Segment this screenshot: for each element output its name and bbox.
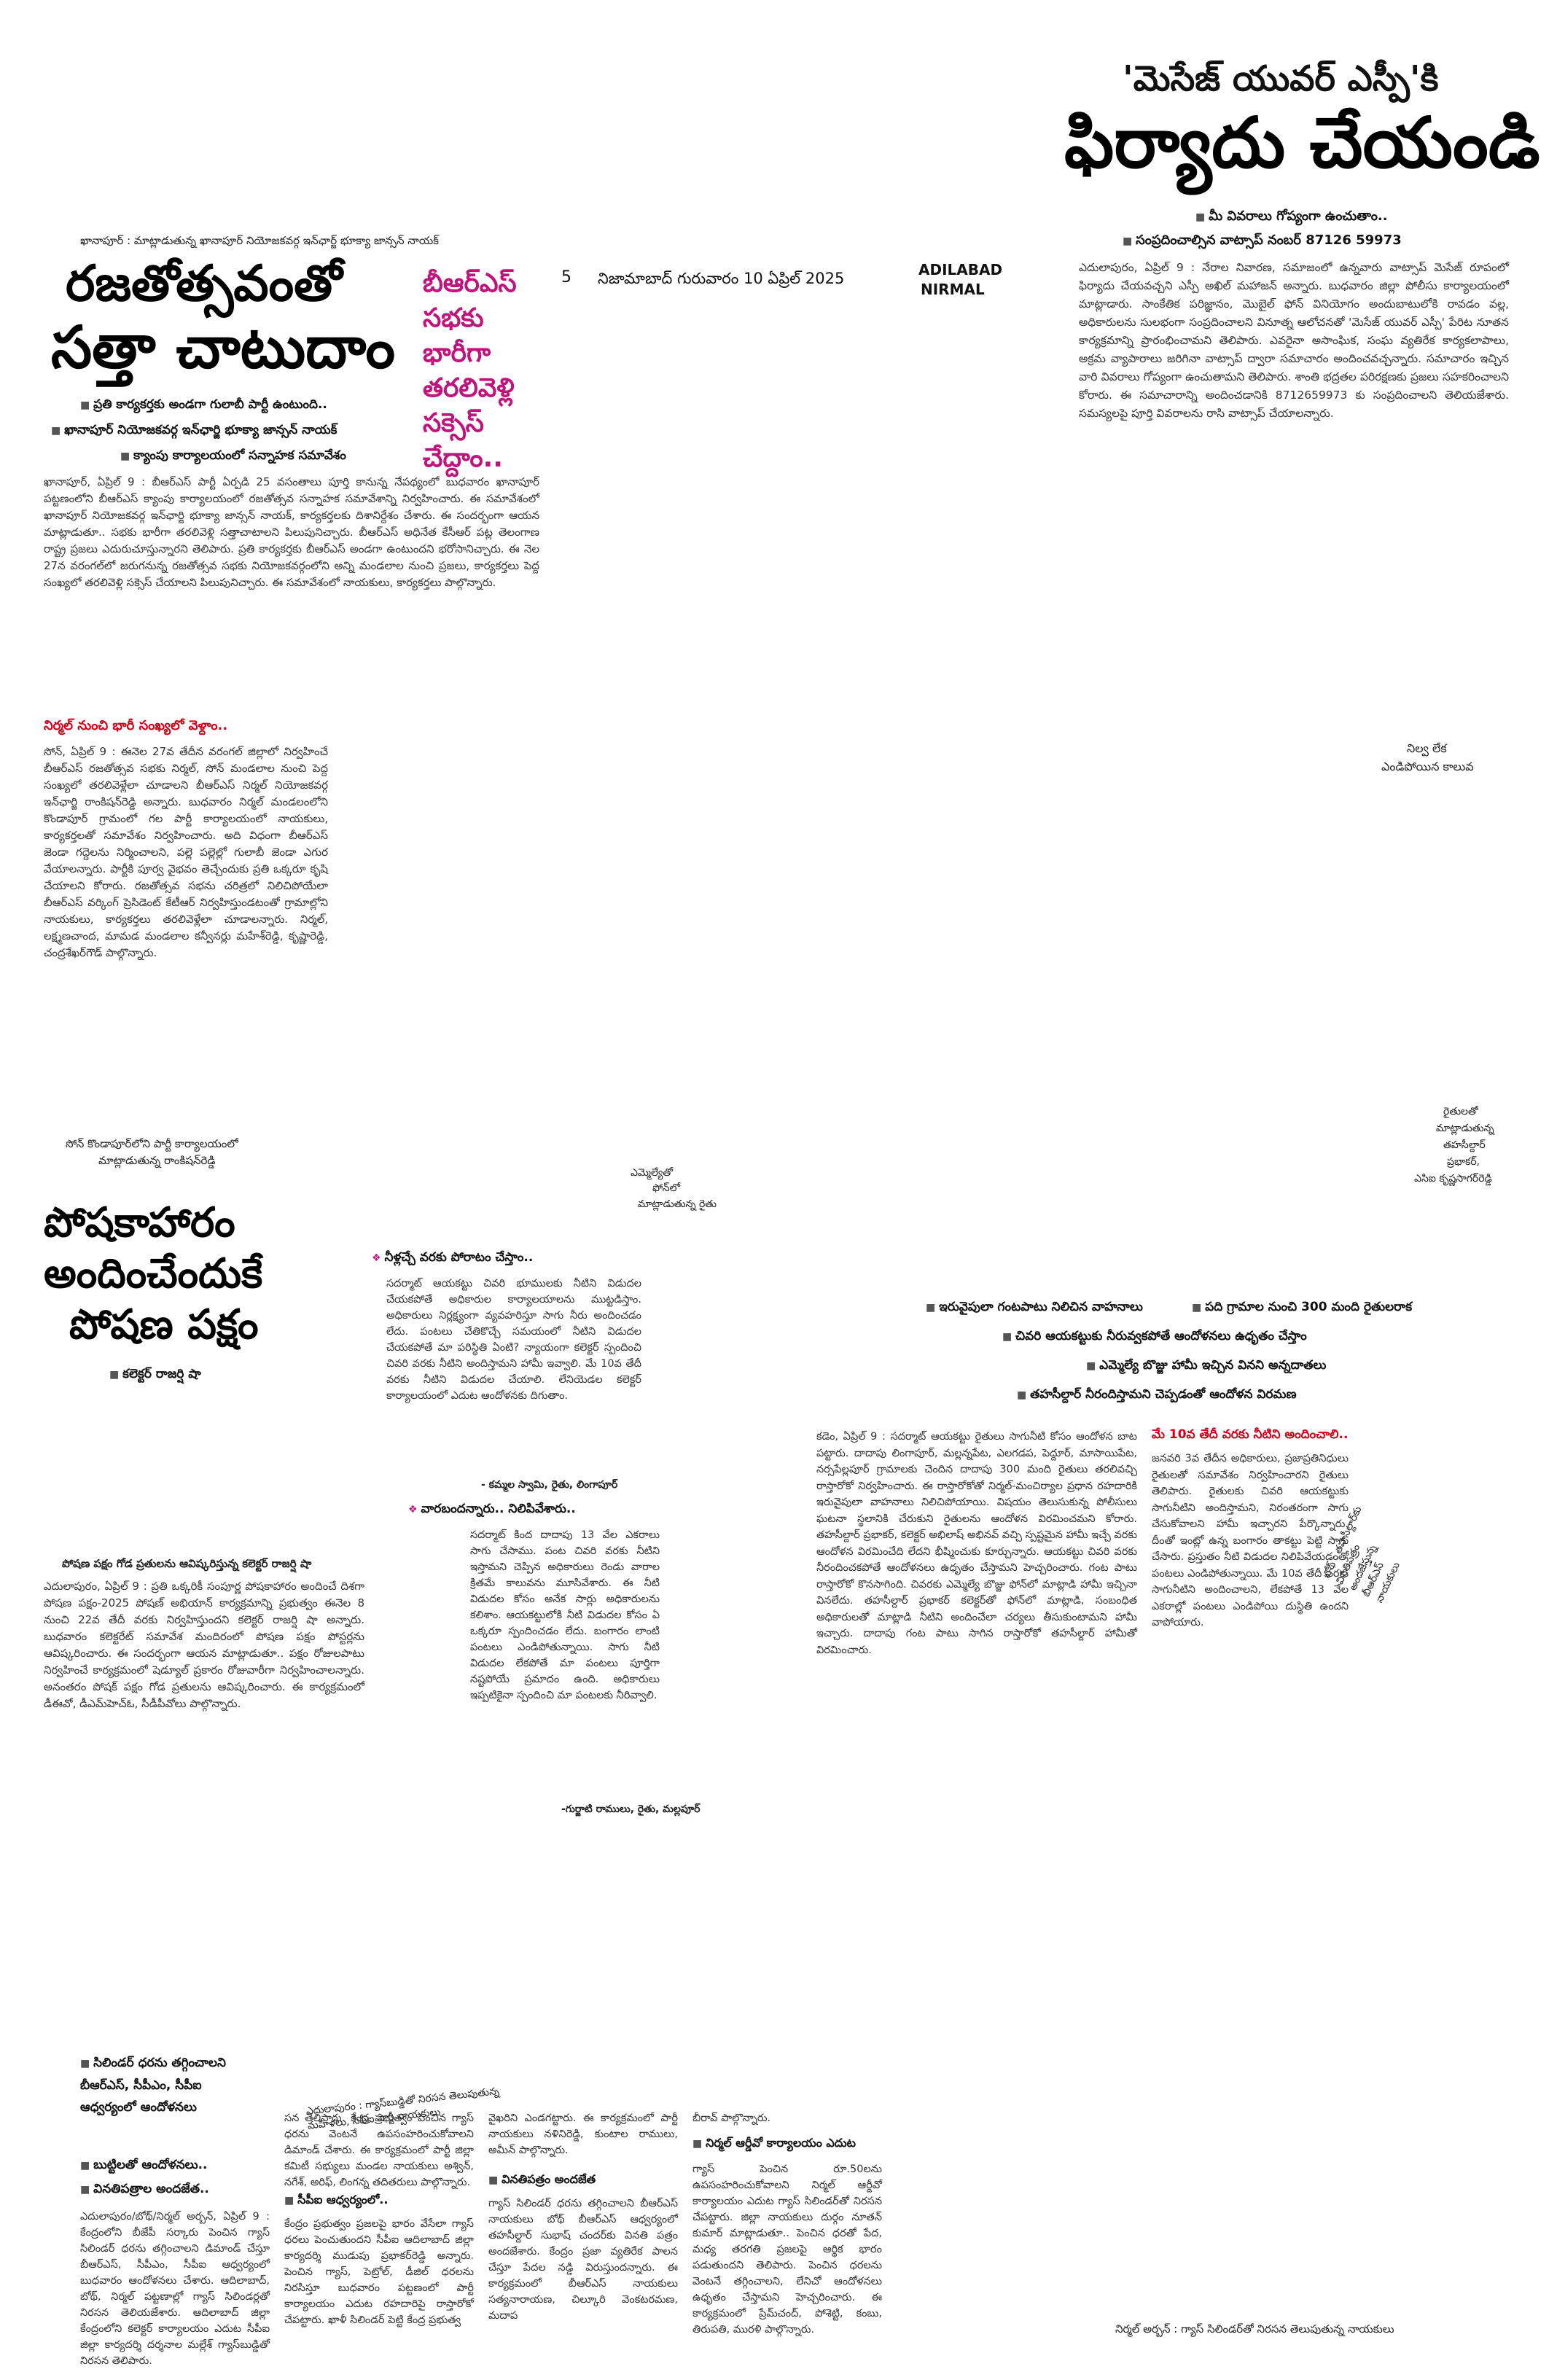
photo-caption-2: మాట్లాడుతున్న రాంకిషన్‌రెడ్డి (98, 1154, 216, 1167)
bullet-1: ప్రతి కార్యకర్తకు అండగా గులాబీ పార్టీ ఉం… (80, 394, 327, 416)
photo-caption-canal-2: ఎండిపోయిన కాలువ (1381, 760, 1474, 773)
photo-caption: పోషణ పక్షం గోడ ప్రతులను ఆవిష్కరిస్తున్న … (62, 1557, 312, 1570)
dateline: నిజామాబాద్ గురువారం 10 ఏప్రిల్ 2025 (598, 270, 845, 287)
photo-caption-1: ఎమ్మెల్యేతో (631, 1167, 674, 1179)
photo-caption-1: సోన్ కొండాపూర్‌లోని పార్టీ కార్యాలయంలో (66, 1137, 238, 1150)
col-2b: కేంద్రం ప్రభుత్వం ప్రజలపై భారం వేసేలా గ్… (284, 2218, 474, 2326)
headline-2: సత్తా చాటుదాం (51, 313, 396, 381)
photo-caption: ఖానాపూర్ : మాట్లాడుతున్న ఖానాపూర్ నియోజక… (80, 234, 439, 247)
bullet-2: ఖానాపూర్ నియోజకవర్గ ఇన్‌ఛార్జి భూక్యా జా… (51, 419, 337, 442)
story-body-2: సోన్, ఏప్రిల్ 9 : ఈనెల 27వ తేదీన వరంగల్ … (44, 745, 328, 959)
subhead-cpi: సీపీఐ ఆధ్వర్యంలో.. (284, 2189, 388, 2212)
bullet-4: ఎమ్మెల్యే బొజ్జు హామీ ఇచ్చిన వినని అన్నద… (1086, 1354, 1326, 1377)
photo-caption-3: మాట్లాడుతున్న రైతు (638, 1198, 717, 1210)
story-body: ఎదులాపురం, ఏప్రిల్ 9 : ప్రతి ఒక్కరికీ సం… (44, 1580, 364, 1710)
story-body-2: సదర్మాట్ కింద దాదాపు 13 వేల ఎకరాలు సాగు … (470, 1529, 660, 1701)
col-4b: గ్యాస్ పెంచిన రూ.50లను ఉపసంహరించుకోవాలని… (692, 2164, 882, 2336)
photo-caption-2: మాట్లాడుతున్న (1436, 1123, 1494, 1134)
photo-caption-5: ఎసిఐ కృష్ణసాగర్‌రెడ్డి (1414, 1173, 1492, 1185)
headline: ఫిర్యాదు చేయండి (1064, 102, 1540, 184)
story-body: కడెం, ఏప్రిల్ 9 : సదర్మాట్ ఆయకట్టు రైతుల… (816, 1431, 1137, 1656)
page-number: 5 (561, 268, 571, 286)
headline-3: పోషణ పక్షం (69, 1301, 259, 1349)
headline-2: అందించేందుకే (44, 1250, 263, 1298)
headline-1: పోషకాహారం (44, 1199, 235, 1246)
photo-caption-2: ఫోన్‌లో (652, 1182, 680, 1194)
quote-2: -గుర్జాటి రాములు, రైతు, మల్లపూర్ (561, 1803, 701, 1815)
quote-1: - కమ్మల స్వామి, రైతు, లింగాపూర్ (481, 1479, 618, 1491)
bottom-caption: నిర్మల్ అర్బన్ : గ్యాస్ సిలిండర్‌తో నిరస… (1115, 2322, 1394, 2336)
subhead-1: నీళ్లచ్చే వరకు పోరాటం చేస్తాం.. (372, 1246, 533, 1269)
bullet-3: చివరి ఆయకట్టుకు నీరువ్వకపోతే ఆందోళనలు ఉధ… (1002, 1325, 1307, 1348)
subhead-nirmal: నిర్మల్ ఆర్డీవో కార్యాలయం ఎదుట (692, 2132, 856, 2155)
bullet-3: క్యాంపు కార్యాలయంలో సన్నాహక సమావేశం (120, 445, 346, 467)
story-body-1: సదర్మాట్ ఆయకట్టు చివరి భూములకు నీటిని వి… (386, 1278, 641, 1402)
bullet-2: బుట్టిలతో ఆందోళనలు.. (80, 2154, 207, 2177)
subhead: మే 10వ తేదీ వరకు నీటిని అందించాలి.. (1152, 1427, 1349, 1442)
edition-1: ADILABAD (918, 261, 1003, 278)
story-sp-message: 'మెసేజ్ యువర్ ఎస్పీ'కి ఫిర్యాదు చేయండి మ… (940, 15, 1540, 452)
story-body-2: జనవరి 3వ తేదీన అధికారులు, ప్రజాప్రతినిధు… (1152, 1453, 1349, 1628)
bullet-1: ఇరువైపులా గంటపాటు నిలిచిన వాహనాలు (926, 1296, 1143, 1319)
subhead: నిర్మల్ నుంచి భారీ సంఖ్యలో వెళ్దాం.. (44, 718, 228, 733)
side-heading: బీఆర్ఎస్ సభకు భారీగా తరలివెళ్లి సక్సెస్ … (423, 268, 517, 473)
col-4: బీరావ్ పాల్గొన్నారు. (692, 2112, 771, 2124)
bullet-2: పది గ్రామాల నుంచి 300 మంది రైతులరాక (1192, 1296, 1412, 1319)
col-1: ఎదులాపురం/బోథ్/నిర్మల్ అర్బన్, ఏప్రిల్ 9… (80, 2211, 270, 2367)
bullet-3: వినతిపత్రాల అందజేత.. (80, 2178, 209, 2201)
col-3b: గ్యాస్ సిలిండర్ ధరను తగ్గించాలని బీఆర్ఎస… (488, 2198, 678, 2322)
col-3: వైఖరిని ఎండగట్టారు. ఈ కార్యక్రమంలో పార్ట… (488, 2112, 678, 2156)
bullet-2: సంప్రదించాల్సిన వాట్సాప్ నంబర్ 87126 599… (1123, 230, 1402, 252)
col-2: సన తెలిపారు. కేంద్ర ప్రభుత్వం పెంచిన గ్య… (284, 2112, 474, 2188)
photo-caption-3: తహసీల్దార్ (1443, 1139, 1486, 1151)
story-body: ఎదులాపురం, ఏప్రిల్ 9 : నేరాల నివారణ, సమా… (1079, 261, 1509, 420)
bullet-1: మీ వివరాలు గోప్యంగా ఉంచుతాం.. (1195, 206, 1387, 228)
photo-caption-canal-1: నిల్వ లేక (1407, 741, 1447, 755)
headline-1: రజతోత్సవంతో (66, 255, 343, 313)
story-body: ఖానాపూర్, ఏప్రిల్ 9 : బీఆర్ఎస్ పార్టీ ఏర… (44, 475, 539, 589)
subhead-2: వారబందన్నారు.. నిలిపివేశారు.. (408, 1498, 575, 1521)
photo-caption-4: ప్రభాకర్, (1447, 1156, 1480, 1168)
bullet-1: సిలిండర్ ధరను తగ్గించాలని బీఆర్ఎస్, సీపీ… (80, 2052, 255, 2118)
byline: కలెక్టర్ రాజర్షి షా (109, 1363, 201, 1386)
edition-2: NIRMAL (921, 281, 985, 298)
photo-caption-1: రైతులతో (1443, 1106, 1478, 1117)
bullet-5: తహసీల్దార్ నీరందిస్తామని చెప్పడంతో ఆందోళ… (1017, 1384, 1296, 1406)
kicker: 'మెసేజ్ యువర్ ఎస్పీ'కి (1123, 58, 1439, 99)
subhead-vinati: వినతిపత్రం అందజేత (488, 2169, 596, 2191)
